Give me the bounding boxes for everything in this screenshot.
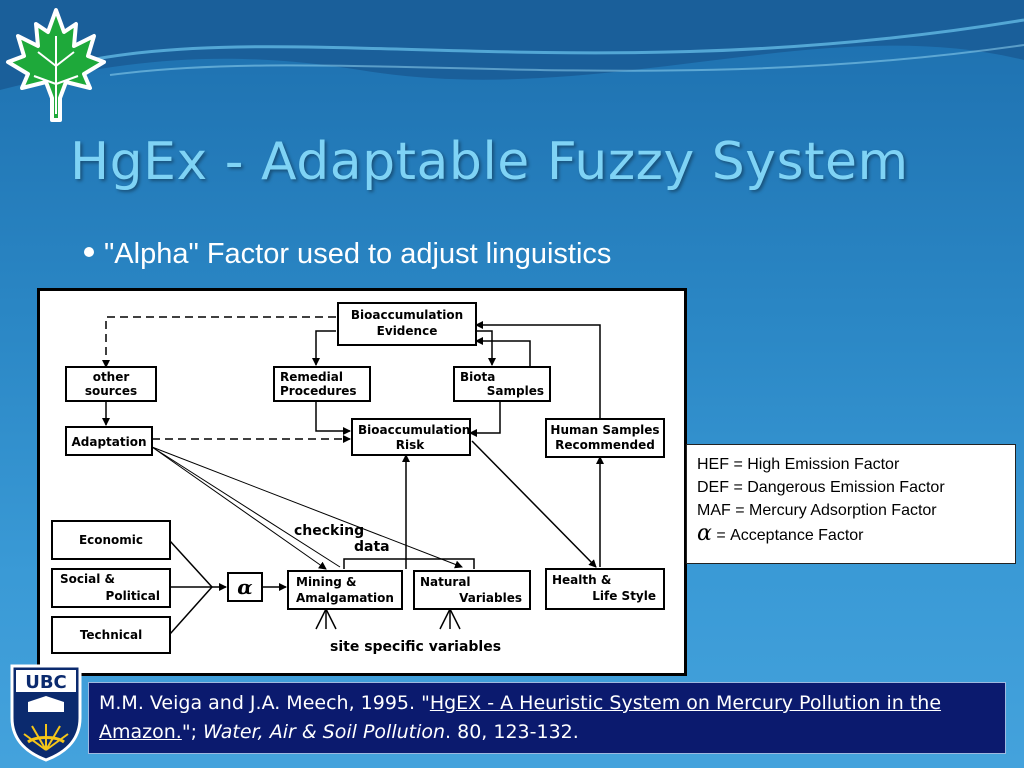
svg-text:Mining &: Mining & (296, 575, 357, 589)
box-economic: Economic (51, 520, 171, 560)
header-swoosh (0, 0, 1024, 90)
diagram-connectors (102, 316, 604, 635)
svg-text:α: α (237, 575, 252, 599)
citation-link[interactable]: HgEX - A Heuristic System on Mercury Pol… (99, 692, 942, 743)
box-adaptation: Adaptation (65, 426, 153, 456)
svg-text:Biota: Biota (460, 370, 495, 384)
svg-text:Life Style: Life Style (592, 589, 656, 603)
svg-text:UBC: UBC (25, 672, 67, 693)
svg-text:Bioaccumulation: Bioaccumulation (351, 308, 463, 322)
alpha-symbol: α (697, 521, 712, 546)
svg-text:Adaptation: Adaptation (71, 435, 146, 449)
slide-title: HgEx - Adaptable Fuzzy System (70, 132, 909, 192)
svg-text:Risk: Risk (396, 438, 425, 452)
svg-text:Variables: Variables (459, 591, 522, 605)
box-remedial-procedures: Remedial Procedures (273, 366, 371, 402)
svg-text:Bioaccumulation: Bioaccumulation (358, 423, 470, 437)
label-data: data (354, 539, 390, 555)
svg-text:Remedial: Remedial (280, 370, 343, 384)
svg-text:Economic: Economic (79, 533, 143, 547)
svg-text:Health &: Health & (552, 573, 611, 587)
label-checking: checking (294, 523, 364, 539)
maple-leaf-icon (6, 8, 106, 122)
svg-text:Human Samples: Human Samples (550, 423, 659, 437)
svg-text:Natural: Natural (420, 575, 471, 589)
box-technical: Technical (51, 616, 171, 654)
box-human-samples: Human Samples Recommended (545, 418, 665, 458)
citation-after-link: "; (181, 721, 204, 743)
citation-authors: M.M. Veiga and J.A. Meech, 1995. " (99, 692, 430, 714)
hgex-flow-diagram: Bioaccumulation Evidence other sources R… (37, 288, 687, 676)
box-other-sources: other sources (65, 366, 157, 402)
svg-text:sources: sources (85, 384, 137, 398)
svg-text:Samples: Samples (487, 384, 544, 398)
citation-tail: . 80, 123-132. (445, 721, 579, 743)
citation-journal: Water, Air & Soil Pollution (203, 721, 446, 743)
box-bioaccumulation-evidence: Bioaccumulation Evidence (337, 302, 477, 346)
box-natural-variables: Natural Variables (413, 570, 531, 610)
svg-text:Procedures: Procedures (280, 384, 357, 398)
legend-hef: HEF = High Emission Factor (697, 456, 900, 473)
svg-text:Evidence: Evidence (377, 324, 438, 338)
label-site-specific: site specific variables (330, 639, 501, 655)
box-alpha: α (227, 572, 263, 602)
svg-text:Amalgamation: Amalgamation (296, 591, 394, 605)
box-social-political: Social & Political (51, 568, 171, 608)
box-health-life-style: Health & Life Style (545, 568, 665, 610)
legend-maf: MAF = Mercury Adsorption Factor (697, 502, 937, 519)
bullet-text: "Alpha" Factor used to adjust linguistic… (104, 238, 612, 270)
box-bioaccumulation-risk: Bioaccumulation Risk (351, 418, 471, 456)
svg-text:Social &: Social & (60, 572, 115, 586)
svg-text:Recommended: Recommended (555, 438, 655, 452)
legend-acceptance: = Acceptance Factor (716, 527, 864, 544)
svg-text:other: other (93, 370, 130, 384)
legend-alpha: α = Acceptance Factor (697, 522, 1005, 547)
citation-box: M.M. Veiga and J.A. Meech, 1995. "HgEX -… (88, 682, 1006, 754)
svg-text:Political: Political (106, 589, 160, 603)
abbreviation-legend: HEF = High Emission Factor DEF = Dangero… (686, 444, 1016, 564)
legend-def: DEF = Dangerous Emission Factor (697, 479, 945, 496)
box-mining-amalgamation: Mining & Amalgamation (287, 570, 403, 610)
ubc-logo: UBC (10, 664, 82, 762)
bullet-dot (84, 247, 94, 258)
svg-text:Technical: Technical (80, 628, 142, 642)
box-biota-samples: Biota Samples (453, 366, 551, 402)
bullet-point: "Alpha" Factor used to adjust linguistic… (84, 238, 611, 271)
